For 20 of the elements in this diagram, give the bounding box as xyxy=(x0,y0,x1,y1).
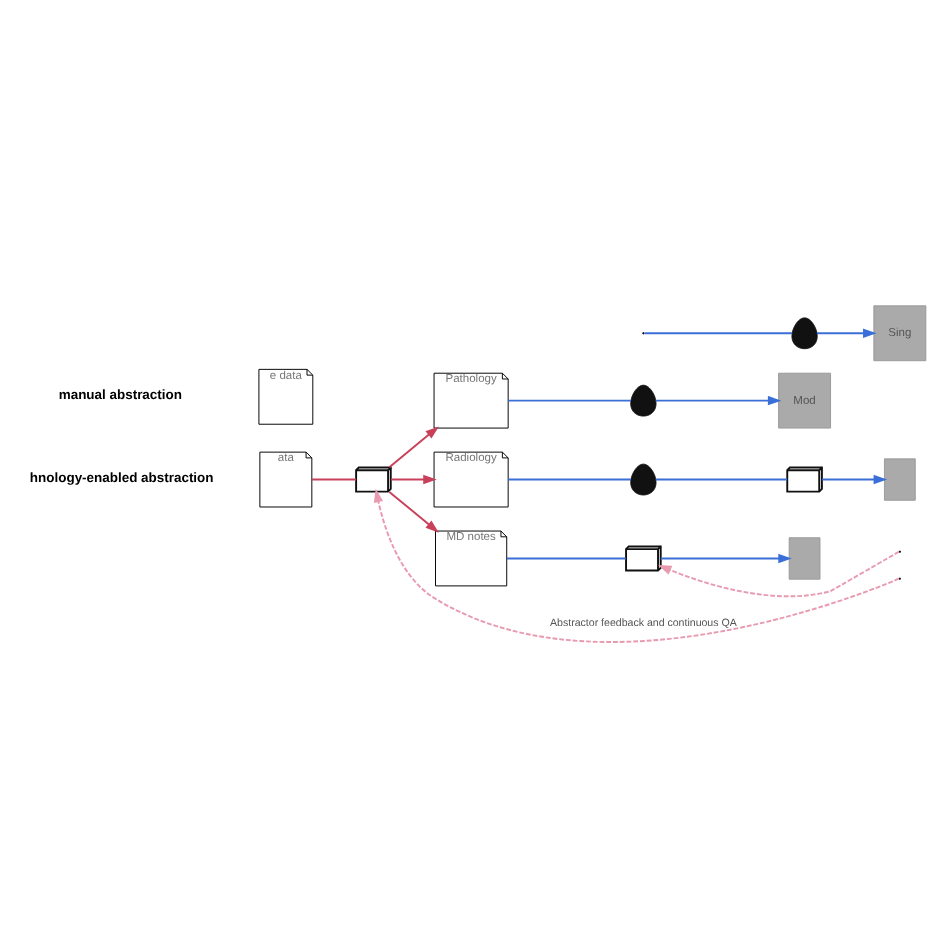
arrow xyxy=(659,553,792,564)
node-person xyxy=(630,463,657,496)
connector xyxy=(311,478,357,481)
arrow xyxy=(388,490,439,533)
connector xyxy=(507,478,632,481)
arrow xyxy=(390,474,437,485)
node-box xyxy=(883,458,916,501)
arrow xyxy=(373,488,900,643)
node-person xyxy=(630,384,657,417)
connector xyxy=(507,399,632,402)
arrow xyxy=(816,328,877,338)
arrow xyxy=(654,395,782,406)
arrow xyxy=(821,474,888,485)
arrow xyxy=(388,426,439,469)
node-person xyxy=(791,317,818,350)
connector xyxy=(506,557,627,560)
connector xyxy=(654,478,789,481)
arrow xyxy=(658,550,900,598)
node-box xyxy=(788,537,821,580)
connector xyxy=(643,332,793,335)
